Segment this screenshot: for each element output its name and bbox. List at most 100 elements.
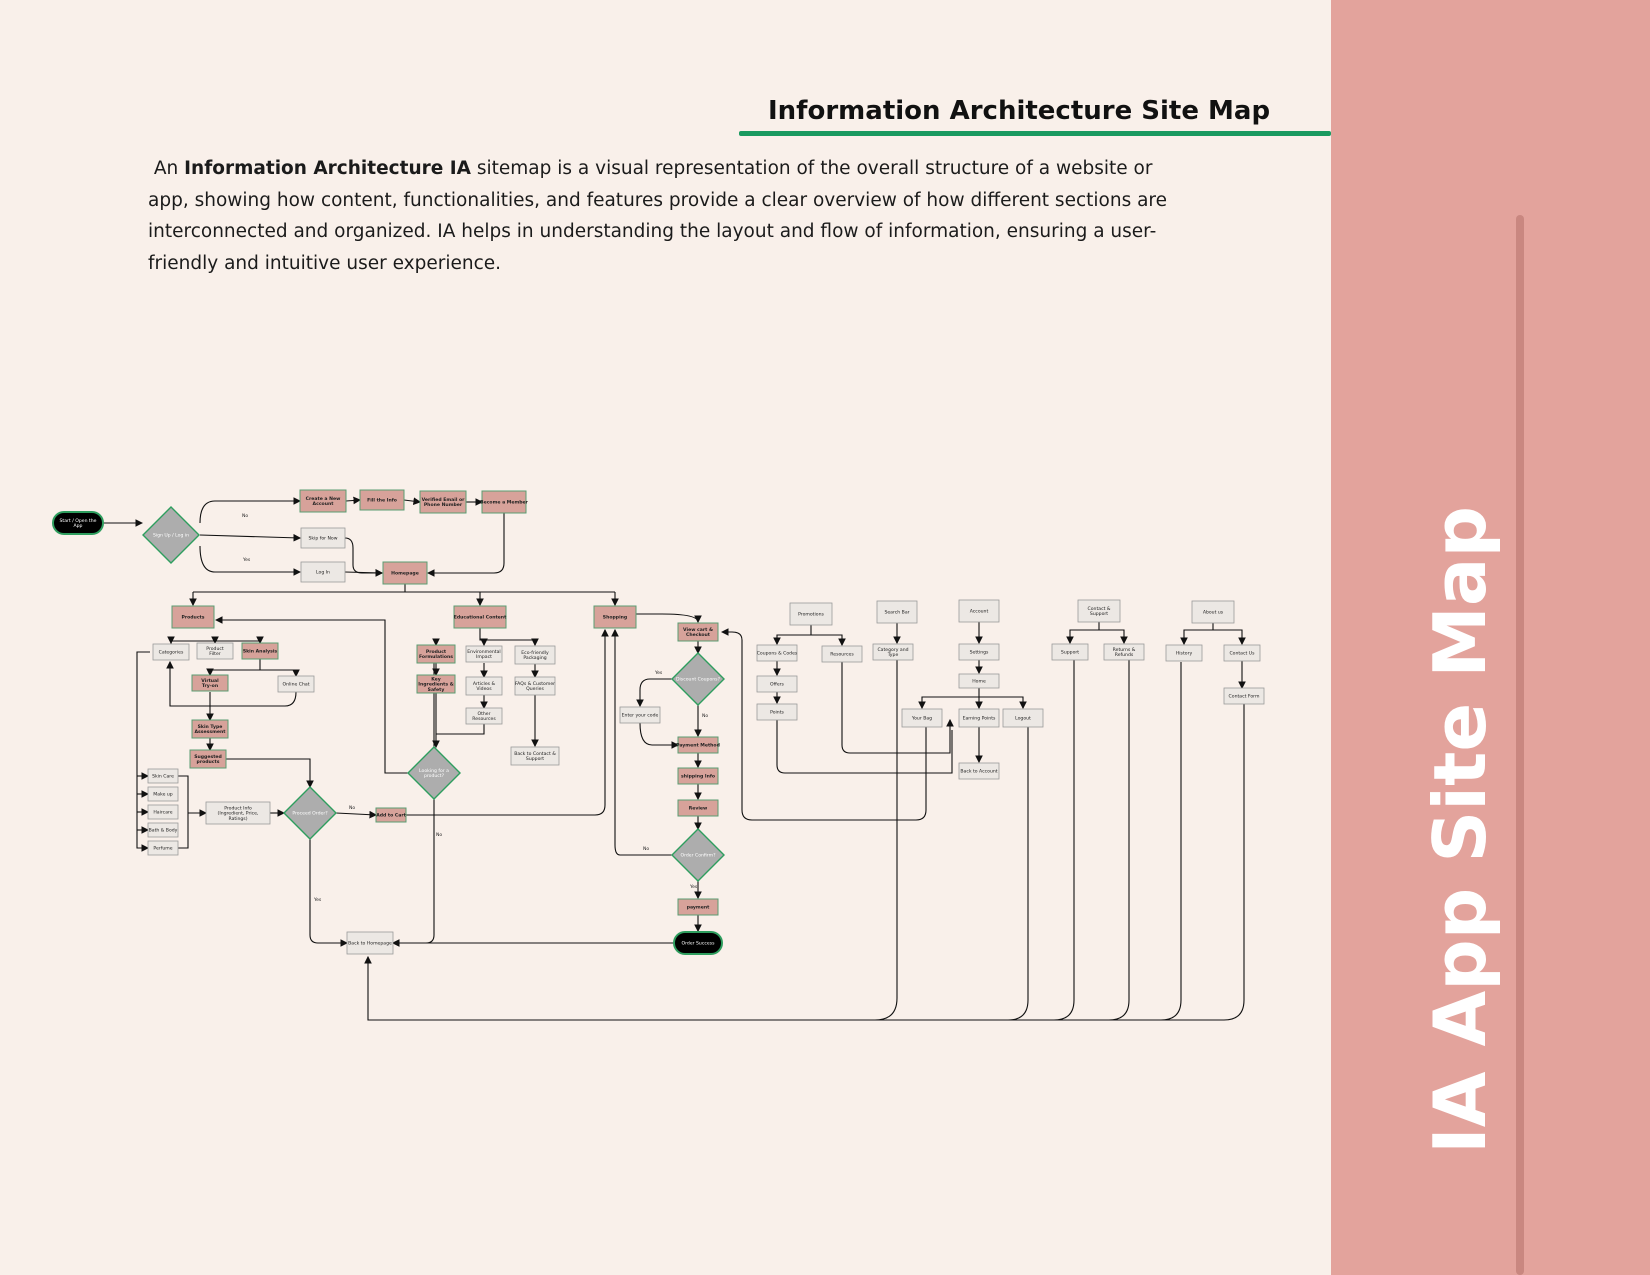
node-shape xyxy=(171,605,215,629)
connector xyxy=(436,724,485,735)
node-label: Enter your code xyxy=(622,713,659,719)
edge-label: No xyxy=(349,805,355,811)
node-label: shipping Info xyxy=(681,774,715,780)
node-signup_dec: Sign Up / Log in xyxy=(142,506,200,564)
node-shipinfo: shipping Info xyxy=(677,767,719,785)
node-returns: Returns &Refunds xyxy=(1103,643,1145,661)
connector xyxy=(345,496,362,505)
node-products: Products xyxy=(171,605,215,629)
node-entercode: Enter your code xyxy=(619,706,661,724)
node-history: History xyxy=(1165,644,1203,662)
node-label: Earning Points xyxy=(963,716,996,722)
side-scrollbar xyxy=(1516,215,1524,1275)
node-label: Make up xyxy=(153,792,172,798)
connector xyxy=(1180,623,1214,646)
node-shape xyxy=(872,643,914,661)
node-label: Online Chat xyxy=(282,682,309,688)
node-fill: Fill the Info xyxy=(359,489,405,511)
node-shape xyxy=(300,561,346,583)
node-label: Skin Care xyxy=(152,774,174,780)
node-discount: Discount Coupons? xyxy=(671,652,725,706)
node-shape xyxy=(673,931,723,955)
node-shape xyxy=(191,719,229,739)
intro-text: sitemap is a visual representation of th… xyxy=(148,158,1167,274)
node-earning: Earning Points xyxy=(958,708,1000,728)
node-points: Points xyxy=(756,703,798,721)
node-label: Returns &Refunds xyxy=(1113,647,1136,658)
node-backsupport: Back to Contact &Support xyxy=(510,746,560,766)
node-shape xyxy=(789,602,833,626)
connector xyxy=(260,669,300,678)
node-searchbar: Search Bar xyxy=(876,600,918,624)
node-addcart: Add to Cart xyxy=(375,807,407,823)
connector xyxy=(1007,727,1029,1021)
node-label: Skip for Now xyxy=(308,536,337,542)
node-shape xyxy=(283,786,337,840)
node-label: Skin Analysis xyxy=(243,649,278,655)
node-shape xyxy=(677,767,719,785)
node-label: Categories xyxy=(159,650,184,656)
node-shape xyxy=(191,674,229,692)
node-label: Search Bar xyxy=(884,610,909,616)
node-label: Order Success xyxy=(681,941,715,947)
edge-label: Yes xyxy=(654,670,663,676)
node-skincare: Skin Care xyxy=(147,768,179,784)
node-label: Proceed Order? xyxy=(292,811,328,817)
node-payment: payment xyxy=(677,898,719,916)
node-label: Perfume xyxy=(153,846,172,852)
node-success: Order Success xyxy=(673,931,723,955)
node-shape xyxy=(147,768,179,784)
node-shape xyxy=(756,703,798,721)
connector xyxy=(199,497,302,524)
connector xyxy=(406,628,609,816)
node-proceed: Proceed Order? xyxy=(283,786,337,840)
node-label: Contact Us xyxy=(1229,651,1255,657)
connector xyxy=(720,628,927,821)
node-shape xyxy=(958,708,1000,728)
node-shape xyxy=(300,527,346,549)
connector xyxy=(166,660,297,707)
node-shape xyxy=(510,746,560,766)
node-shape xyxy=(958,643,1000,661)
node-shape xyxy=(593,605,637,629)
node-shape xyxy=(1165,644,1203,662)
node-shape xyxy=(1223,687,1265,705)
connector xyxy=(206,659,261,677)
node-label: Back to Account xyxy=(960,769,997,775)
node-label: Home xyxy=(972,679,986,685)
node-home: Homepage xyxy=(382,561,428,585)
connector xyxy=(309,839,349,947)
node-shape xyxy=(1051,643,1089,661)
edge-label: No xyxy=(242,513,248,519)
node-label: Haircare xyxy=(153,810,172,816)
node-skip: Skip for Now xyxy=(300,527,346,549)
connector xyxy=(136,651,150,852)
node-label: Contact &Support xyxy=(1088,606,1111,617)
node-backhome: Back to Homepage xyxy=(346,931,394,955)
node-label: About us xyxy=(1203,610,1224,616)
node-label: Homepage xyxy=(391,571,419,577)
page-title: Information Architecture Site Map xyxy=(768,96,1271,126)
node-shape xyxy=(147,822,179,838)
edge-label: No xyxy=(702,713,708,719)
node-label: View cart &Checkout xyxy=(683,627,713,638)
connector xyxy=(1053,660,1075,1021)
edge-label: Yes xyxy=(313,897,322,903)
node-label: Sign Up / Log in xyxy=(153,533,189,539)
node-account: Account xyxy=(958,599,1000,623)
node-label: Become a Member xyxy=(480,500,529,506)
node-cform: Contact Form xyxy=(1223,687,1265,705)
connector xyxy=(1213,629,1246,646)
connector xyxy=(978,688,1027,710)
connector xyxy=(841,662,954,754)
